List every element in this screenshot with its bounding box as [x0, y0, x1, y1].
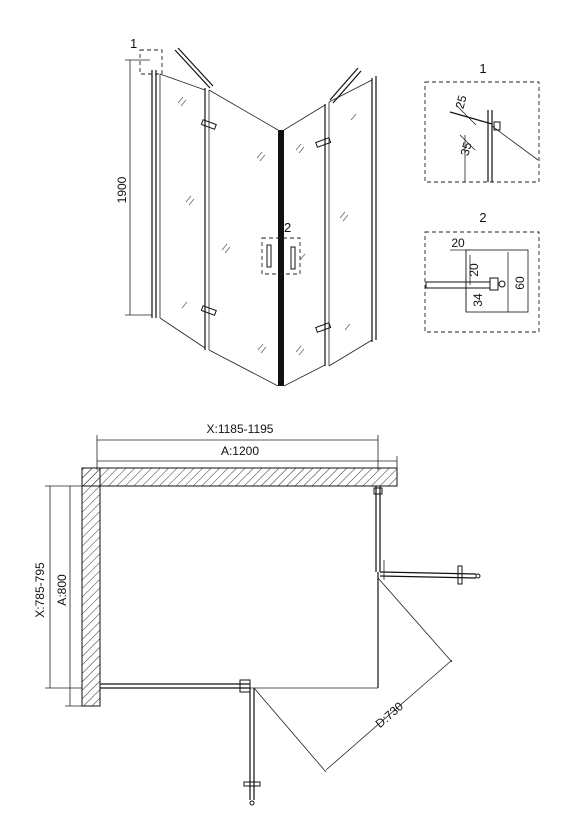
left-door-top-edge [208, 89, 279, 131]
left-door-bottom-edge [208, 349, 279, 387]
callout-1-label: 1 [130, 36, 137, 51]
plan-view: X:1185-1195 A:1200 X:785-795 A:800 [33, 422, 481, 806]
detail-2-frame [424, 231, 540, 333]
door-swing-label: D:730 [373, 699, 407, 731]
right-door-handle [290, 246, 296, 270]
glass-reflections [177, 96, 357, 356]
detail-2: 2 20 20 34 60 [424, 210, 540, 333]
door-swing-dimension-line [325, 659, 453, 771]
right-panel-top-edge [328, 79, 373, 103]
detail-1-dim-b: 35 [458, 140, 475, 157]
height-dimension-label: 1900 [115, 176, 129, 203]
left-panel-top-edge [159, 73, 206, 91]
plan-depth-a-label: A:800 [55, 574, 69, 606]
detail-2-dim-lower: 34 [471, 293, 485, 307]
front-door-handle-plan [243, 781, 261, 787]
detail-2-dim-upper: 20 [467, 263, 481, 277]
detail-1-title: 1 [479, 61, 486, 76]
detail-1-bar [449, 111, 493, 125]
left-panel-bottom-edge [159, 317, 206, 349]
left-stabilizer-bar [174, 49, 211, 89]
right-door-handle-plan [457, 565, 463, 585]
callout-1-box [139, 49, 163, 75]
right-door-top-edge [283, 104, 326, 131]
right-panel-bottom-edge [328, 339, 373, 367]
right-door-open-position [379, 571, 477, 575]
right-stabilizer-bar [329, 67, 359, 101]
detail-2-title: 2 [479, 210, 486, 225]
detail-2-dim-total: 60 [513, 276, 527, 290]
corner-post [278, 130, 284, 386]
detail-2-handle-bar [425, 281, 491, 289]
callout-2-box [261, 237, 301, 275]
right-door-bottom-edge [283, 364, 326, 387]
left-door-handle [266, 244, 272, 268]
detail-1-frame [424, 81, 540, 183]
plan-width-x-label: X:1185-1195 [207, 422, 274, 436]
detail-2-dim-width: 20 [451, 236, 465, 250]
back-wall [81, 467, 398, 487]
plan-width-a-label: A:1200 [221, 444, 259, 458]
plan-depth-x-label: X:785-795 [33, 562, 47, 618]
side-wall [81, 467, 101, 707]
detail-1: 1 25 35 [424, 61, 540, 183]
callout-2-label: 2 [284, 220, 291, 235]
isometric-view: 1900 1 [115, 36, 377, 387]
detail-1-dim-a: 25 [453, 93, 470, 110]
door-hinges [200, 119, 332, 333]
